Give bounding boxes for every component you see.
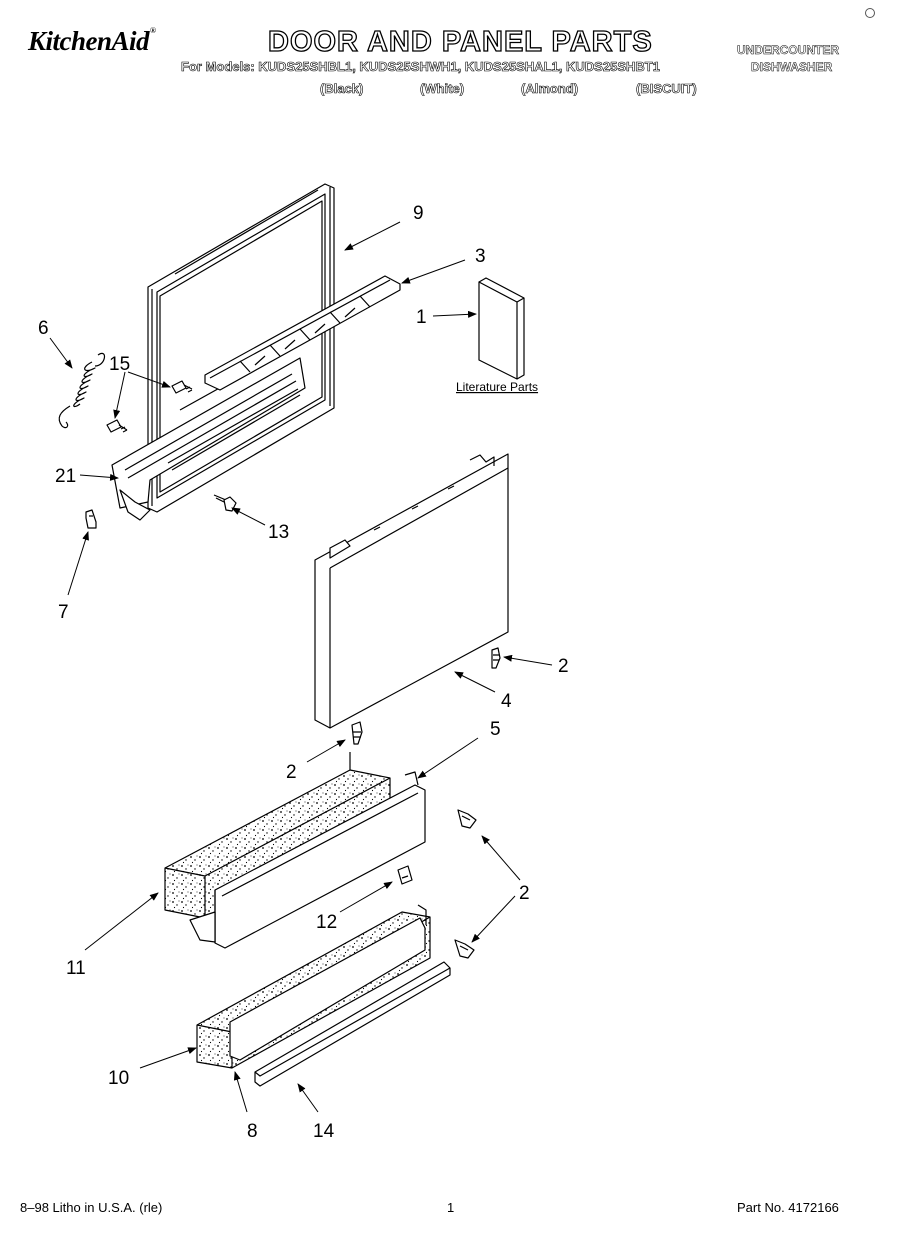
- part-7-clip: [85, 509, 97, 529]
- callout-2-b: 2: [286, 762, 297, 783]
- product-type-line2: DISHWASHER: [751, 60, 833, 75]
- callout-3: 3: [475, 246, 486, 267]
- corner-mark: [865, 8, 875, 18]
- callout-12: 12: [316, 912, 337, 933]
- color-label-white: (White): [420, 81, 465, 97]
- part-2-screws: [351, 647, 501, 959]
- callout-1: 1: [416, 307, 427, 328]
- footer-litho: 8–98 Litho in U.S.A. (rle): [20, 1200, 163, 1215]
- callout-6: 6: [38, 318, 49, 339]
- part-15-screws: [106, 380, 193, 433]
- page-title: DOOR AND PANEL PARTS: [267, 25, 653, 58]
- color-label-almond: (Almond): [521, 81, 579, 97]
- callout-8: 8: [247, 1121, 258, 1142]
- callout-13: 13: [268, 522, 289, 543]
- part-5-toe-panel: [189, 771, 426, 949]
- part-12-clip: [397, 865, 413, 885]
- callout-2-c: 2: [519, 883, 530, 904]
- callout-numbers: 9 3 1 6 15 21 13 7 2 4 2 5 2 12 11 2 10 …: [38, 203, 569, 1142]
- color-label-black: (Black): [320, 81, 364, 97]
- part-1-literature: [478, 277, 525, 380]
- callout-14: 14: [313, 1121, 335, 1142]
- callout-10: 10: [108, 1068, 129, 1089]
- part-3-vent-bracket: [204, 275, 401, 391]
- callout-2-a: 2: [558, 656, 569, 677]
- footer-part-number: Part No. 4172166: [737, 1200, 839, 1215]
- brand-logo: KitchenAid®: [28, 26, 156, 57]
- literature-parts-label: Literature Parts: [456, 380, 538, 394]
- brand-name: KitchenAid: [28, 26, 150, 56]
- models-line: For Models: KUDS25SHBL1, KUDS25SHWH1, KU…: [181, 59, 661, 75]
- color-label-biscuit: (BISCUIT): [636, 81, 697, 97]
- callout-11: 11: [66, 958, 86, 979]
- callout-4: 4: [501, 691, 512, 712]
- part-14-trim-strip: [254, 961, 451, 1087]
- part-4-door-panel: [314, 453, 509, 729]
- part-8-trim: [229, 904, 427, 1061]
- footer-page-number: 1: [447, 1200, 455, 1215]
- callout-5: 5: [490, 719, 501, 740]
- callout-21: 21: [55, 466, 76, 487]
- callout-15: 15: [109, 354, 130, 375]
- callout-9: 9: [413, 203, 424, 224]
- part-9-door-frame: [111, 183, 335, 521]
- part-13-screw: [213, 494, 237, 512]
- registered-mark: ®: [150, 26, 156, 35]
- callout-leaders: [49, 221, 553, 1113]
- callout-7: 7: [58, 602, 69, 623]
- product-type-line1: UNDERCOUNTER: [737, 43, 840, 58]
- part-6-spring: [58, 352, 105, 429]
